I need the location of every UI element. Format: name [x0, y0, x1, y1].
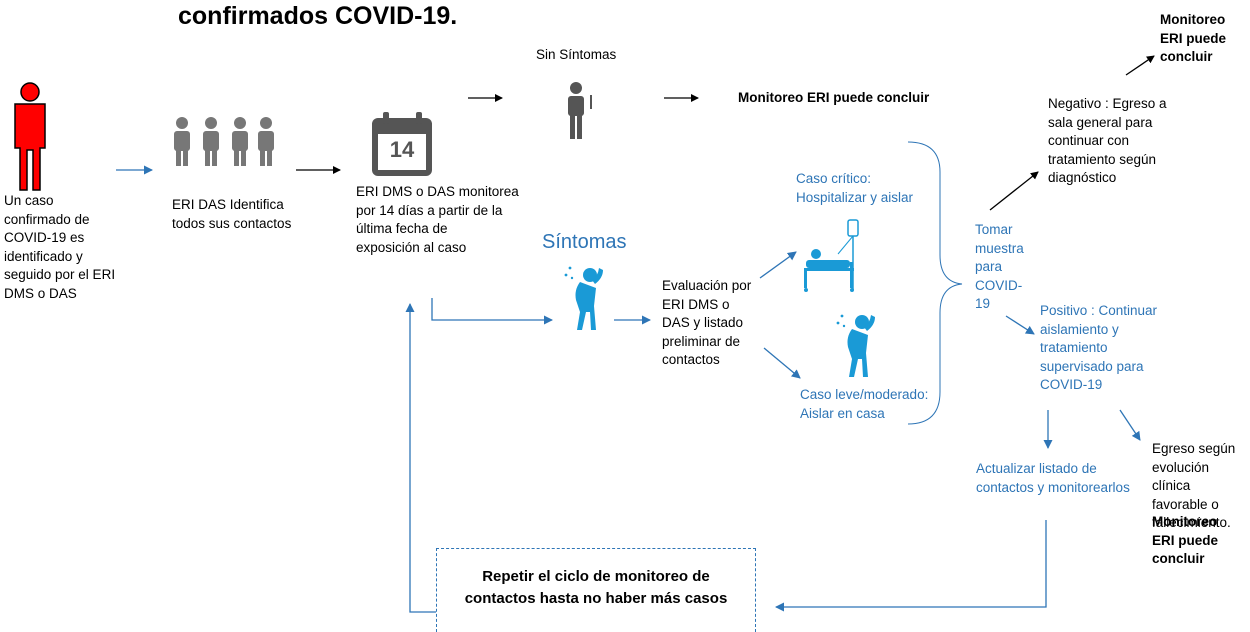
arrow-to-end-monitoring-top: [1125, 55, 1155, 76]
confirmed-case-person-icon: [14, 82, 46, 191]
diagram-title: confirmados COVID-19.: [178, 2, 458, 30]
repeat-cycle-text: Repetir el ciclo de monitoreo de contact…: [464, 568, 728, 607]
calendar-icon: [372, 112, 432, 176]
identify-contacts-text: ERI DAS Identifica todos sus contactos: [172, 197, 292, 231]
negative-result-text: Negativo : Egreso a sala general para co…: [1048, 96, 1167, 185]
arrow-sample-to-positive: [1005, 315, 1035, 335]
arrow-calendar-to-symptoms: [431, 298, 553, 325]
arrow-positive-to-discharge: [1119, 409, 1141, 441]
arrow-evaluation-to-mild: [763, 347, 801, 379]
confirmed-case-text: Un caso confirmado de COVID-19 es identi…: [4, 193, 116, 301]
calendar-number: 14: [389, 137, 415, 162]
arrow-update-to-repeat: [775, 520, 1047, 612]
arrow-evaluation-to-critical: [759, 251, 797, 279]
arrow-to-negative: [989, 171, 1039, 211]
repeat-cycle-box: [436, 548, 756, 632]
end-monitoring-bottom: Monitoreo ERI puede concluir: [1152, 514, 1219, 566]
symptoms-label: Síntomas: [542, 231, 627, 253]
contacts-group-icon: [174, 117, 274, 166]
critical-case-text: Caso crítico: Hospitalizar y aislar: [796, 171, 914, 205]
hospital-bed-icon: [804, 219, 859, 292]
monitoring-period-text: ERI DMS o DAS monitorea por 14 días a pa…: [356, 184, 519, 255]
take-sample-text: Tomar muestra para COVID- 19: [975, 222, 1024, 311]
grouping-brace: [907, 141, 963, 425]
arrow-repeat-to-calendar: [405, 303, 436, 613]
no-symptoms-person-icon: [568, 82, 592, 139]
symptoms-person-icon: [564, 266, 603, 330]
mild-case-text: Caso leve/moderado: Aislar en casa: [800, 387, 929, 421]
no-symptoms-label: Sin Síntomas: [536, 47, 617, 62]
end-monitoring-mid: Monitoreo ERI puede concluir: [738, 90, 930, 105]
positive-result-text: Positivo : Continuar aislamiento y trata…: [1040, 303, 1158, 392]
end-monitoring-top: Monitoreo ERI puede concluir: [1160, 12, 1227, 64]
discharge-text: Egreso según evolución clínica favorable…: [1152, 441, 1236, 530]
mild-case-person-icon: [836, 314, 875, 377]
update-contacts-text: Actualizar listado de contactos y monito…: [976, 461, 1130, 495]
evaluation-text: Evaluación por ERI DMS o DAS y listado p…: [662, 278, 752, 367]
